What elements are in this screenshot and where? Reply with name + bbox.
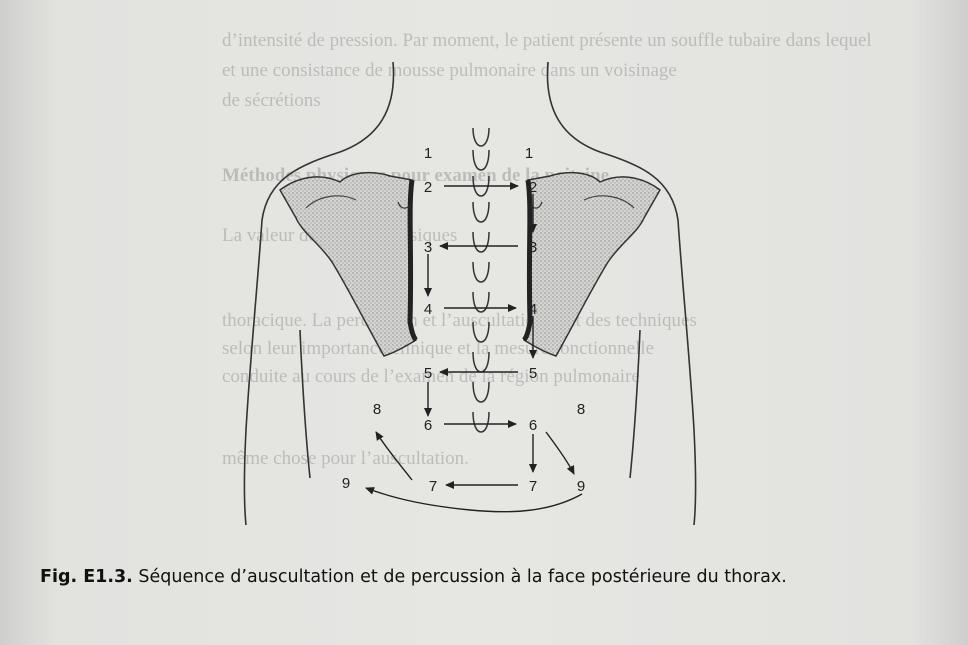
point-number: 7 xyxy=(529,478,537,495)
point-number: 2 xyxy=(529,179,537,196)
point-number: 6 xyxy=(424,417,432,434)
point-number: 3 xyxy=(529,239,537,256)
thorax-diagram: 1 2 3 4 5 6 7 8 9 1 2 3 4 5 6 7 8 9 xyxy=(0,0,968,560)
left-scapula xyxy=(280,173,416,356)
point-number: 5 xyxy=(529,365,537,382)
point-number: 8 xyxy=(577,401,585,418)
point-number: 6 xyxy=(529,417,537,434)
point-number: 1 xyxy=(525,145,533,162)
point-number: 7 xyxy=(429,478,437,495)
point-number: 4 xyxy=(529,301,537,318)
point-number: 8 xyxy=(373,401,381,418)
figure-label: Fig. E1.3. xyxy=(40,567,133,587)
figure-caption: Fig. E1.3. Séquence d’auscultation et de… xyxy=(40,567,960,587)
body-outline xyxy=(245,62,696,525)
caption-text: Séquence d’auscultation et de percussion… xyxy=(138,567,786,587)
point-number: 3 xyxy=(424,239,432,256)
point-number: 5 xyxy=(424,365,432,382)
spine xyxy=(473,128,489,432)
point-number: 2 xyxy=(424,179,432,196)
point-number: 9 xyxy=(577,478,585,495)
point-number: 9 xyxy=(342,475,350,492)
right-scapula xyxy=(524,173,660,356)
point-number: 4 xyxy=(424,301,432,318)
point-number: 1 xyxy=(424,145,432,162)
